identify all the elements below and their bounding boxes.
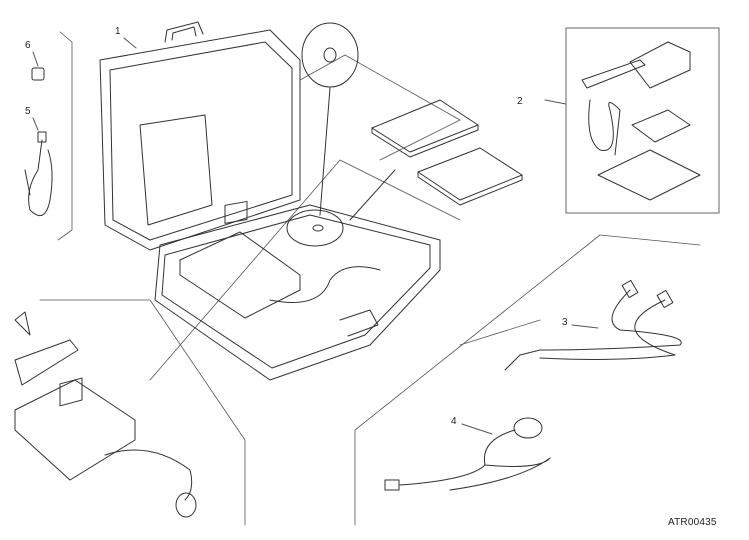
reference-code: ATR00435 <box>668 517 717 528</box>
diagnostic-device-in-case <box>179 200 381 319</box>
accessory-box <box>544 27 720 214</box>
separator-lines <box>39 31 701 526</box>
manual-booklets <box>371 99 523 206</box>
callout-4: 4 <box>451 416 457 427</box>
strap-and-device <box>14 311 197 518</box>
cd-disc <box>286 22 396 247</box>
cable-3 <box>504 279 682 371</box>
callout-2: 2 <box>517 96 523 107</box>
callout-3: 3 <box>562 317 568 328</box>
callout-5: 5 <box>25 106 31 117</box>
callout-6: 6 <box>25 40 31 51</box>
usb-cable-5 <box>24 117 53 217</box>
suitcase <box>99 21 441 381</box>
adapter-6 <box>31 51 45 81</box>
callout-1: 1 <box>115 26 121 37</box>
cable-4 <box>384 417 551 491</box>
